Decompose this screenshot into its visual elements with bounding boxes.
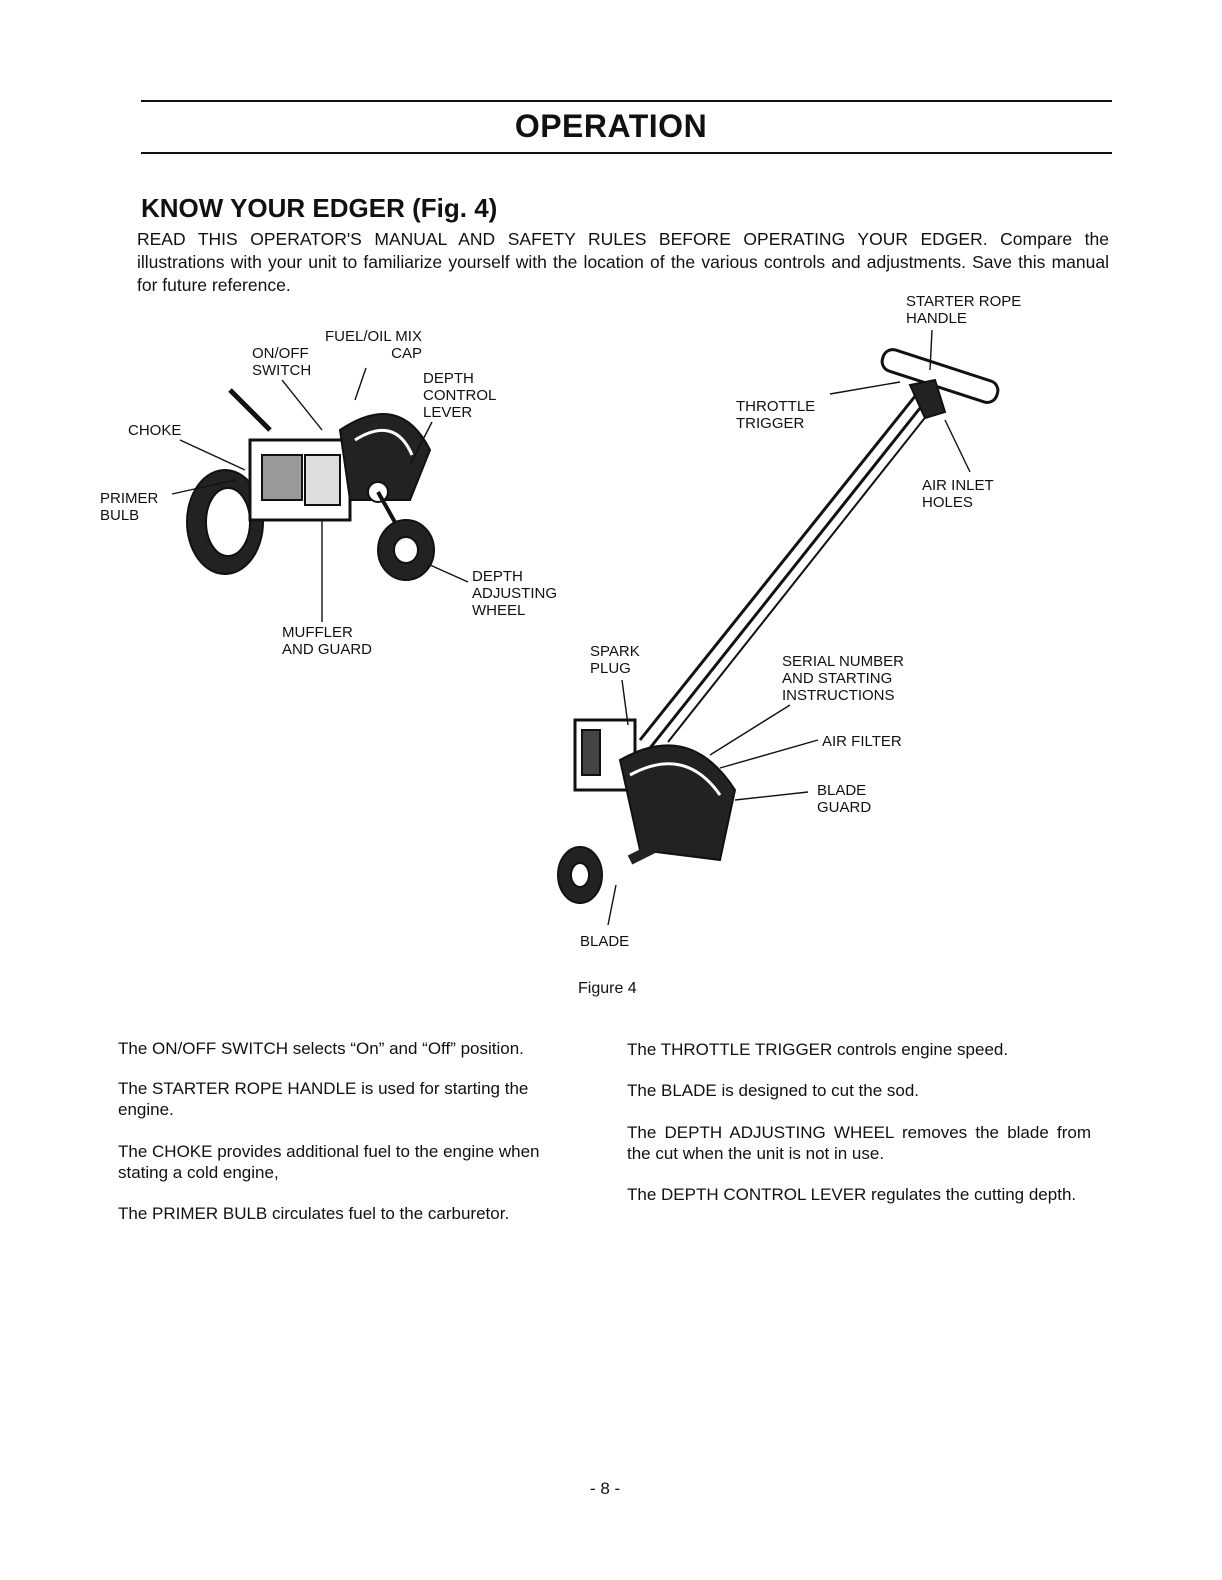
page-number: - 8 -: [590, 1479, 621, 1498]
desc-right-3: The DEPTH ADJUSTING WHEEL removes the bl…: [627, 1123, 1091, 1163]
edger-illustration: [171, 329, 1000, 926]
label-air-filter: AIR FILTER: [822, 733, 902, 750]
section-title: KNOW YOUR EDGER (Fig. 4): [141, 193, 498, 223]
label-fuel-oil-mix-cap: FUEL/OIL MIX CAP: [325, 328, 422, 362]
label-blade: BLADE: [580, 933, 630, 950]
intro-body: Compare the illustrations with your unit…: [137, 229, 1109, 295]
leader-lines: [171, 329, 971, 926]
edger-full-drawing: [557, 348, 1000, 904]
label-depth-adjusting-wheel: DEPTH ADJUSTING WHEEL: [472, 568, 558, 619]
desc-right-2: The BLADE is designed to cut the sod.: [627, 1081, 920, 1100]
desc-left-1: The ON/OFF SWITCH selects “On” and “Off”…: [118, 1039, 524, 1058]
label-blade-guard: BLADE GUARD: [817, 782, 872, 816]
intro-paragraph: READ THIS OPERATOR'S MANUAL AND SAFETY R…: [137, 228, 1109, 297]
label-choke: CHOKE: [128, 422, 182, 439]
desc-left-4: The PRIMER BULB circulates fuel to the c…: [118, 1204, 510, 1223]
label-spark-plug: SPARK PLUG: [590, 643, 640, 677]
label-air-inlet-holes: AIR INLET HOLES: [922, 477, 994, 511]
label-throttle-trigger: THROTTLE TRIGGER: [736, 398, 816, 432]
desc-right-4: The DEPTH CONTROL LEVER regulates the cu…: [627, 1185, 1077, 1204]
desc-left-3: The CHOKE provides additional fuel to th…: [118, 1142, 540, 1182]
figure-caption: Figure 4: [578, 980, 637, 997]
header-top-rule: [141, 100, 1112, 102]
desc-right-1: The THROTTLE TRIGGER controls engine spe…: [627, 1040, 1009, 1059]
label-primer-bulb: PRIMER BULB: [100, 490, 159, 524]
header-bottom-rule: [141, 152, 1112, 154]
label-on-off-switch: ON/OFF SWITCH: [252, 345, 312, 379]
label-depth-control-lever: DEPTH CONTROL LEVER: [423, 370, 497, 421]
label-serial-number: SERIAL NUMBER AND STARTING INSTRUCTIONS: [782, 653, 904, 704]
page-title: OPERATION: [514, 108, 708, 144]
desc-left-2: The STARTER ROPE HANDLE is used for star…: [118, 1079, 529, 1119]
intro-lead: READ THIS OPERATOR'S MANUAL AND SAFETY R…: [137, 229, 988, 249]
label-starter-rope-handle: STARTER ROPE HANDLE: [906, 293, 1022, 327]
engine-closeup-drawing: [186, 388, 435, 581]
label-muffler-and-guard: MUFFLER AND GUARD: [282, 624, 373, 658]
